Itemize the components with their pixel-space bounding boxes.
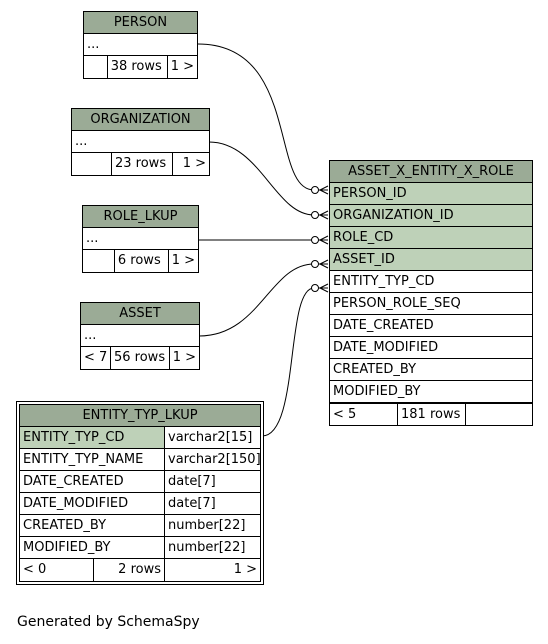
row-count: 2 rows	[94, 559, 165, 581]
child-count: 1 >	[172, 350, 196, 365]
column-row: ENTITY_TYP_NAME varchar2[150]	[20, 449, 260, 471]
table-organization[interactable]: ORGANIZATION ... 23 rows 1 >	[71, 108, 210, 176]
generated-by-label: Generated by SchemaSpy	[17, 614, 200, 630]
column-created-by: CREATED_BY	[330, 359, 532, 381]
row-count: 56 rows	[111, 347, 170, 369]
column-row: DATE_MODIFIED date[7]	[20, 493, 260, 515]
table-footer: 6 rows 1 >	[83, 250, 198, 272]
cardinality-circle	[311, 211, 319, 219]
column-modified-by: MODIFIED_BY	[330, 381, 532, 403]
ellipsis-row: ...	[81, 325, 199, 347]
column-type: number[22]	[168, 518, 246, 533]
column-name: ENTITY_TYP_NAME	[20, 449, 165, 470]
column-type: varchar2[150]	[168, 452, 260, 467]
edge-asset	[198, 263, 328, 337]
edge-organization	[208, 141, 328, 216]
table-footer: 38 rows 1 >	[84, 56, 197, 78]
table-footer: < 0 2 rows 1 >	[20, 559, 260, 581]
cardinality-circle	[311, 260, 319, 268]
column-row: ENTITY_TYP_CD varchar2[15]	[20, 427, 260, 449]
row-count: 181 rows	[398, 404, 466, 425]
column-name: CREATED_BY	[20, 515, 165, 536]
child-count: 1 >	[233, 562, 257, 577]
table-asset[interactable]: ASSET ... < 7 56 rows 1 >	[80, 302, 200, 370]
table-role-lkup[interactable]: ROLE_LKUP ... 6 rows 1 >	[82, 205, 199, 273]
table-header: ASSET	[81, 303, 199, 325]
column-date-created: DATE_CREATED	[330, 315, 532, 337]
column-person-role-seq: PERSON_ROLE_SEQ	[330, 293, 532, 315]
parent-count: < 5	[330, 404, 398, 425]
cardinality-circle	[311, 284, 319, 292]
column-asset-id: ASSET_ID	[330, 249, 532, 271]
row-count: 38 rows	[108, 56, 168, 78]
column-row: CREATED_BY number[22]	[20, 515, 260, 537]
cardinality-circle	[311, 186, 319, 194]
table-header: ENTITY_TYP_LKUP	[20, 405, 260, 427]
column-type: date[7]	[168, 474, 216, 489]
table-header: ORGANIZATION	[72, 109, 209, 131]
column-organization-id: ORGANIZATION_ID	[330, 205, 532, 227]
child-count: 1 >	[170, 59, 194, 74]
column-row: MODIFIED_BY number[22]	[20, 537, 260, 559]
table-header: ASSET_X_ENTITY_X_ROLE	[330, 161, 532, 183]
edge-person	[197, 43, 328, 191]
column-date-modified: DATE_MODIFIED	[330, 337, 532, 359]
column-row: DATE_CREATED date[7]	[20, 471, 260, 493]
column-name: DATE_MODIFIED	[20, 493, 165, 514]
table-entity-typ-lkup[interactable]: ENTITY_TYP_LKUP ENTITY_TYP_CD varchar2[1…	[16, 401, 264, 585]
parent-count: < 0	[20, 559, 94, 581]
table-header: PERSON	[84, 12, 197, 34]
column-name: DATE_CREATED	[20, 471, 165, 492]
column-person-id: PERSON_ID	[330, 183, 532, 205]
table-footer: < 5 181 rows	[330, 403, 532, 425]
child-count: 1 >	[171, 253, 195, 268]
column-role-cd: ROLE_CD	[330, 227, 532, 249]
table-footer: 23 rows 1 >	[72, 153, 209, 175]
ellipsis-row: ...	[84, 34, 197, 56]
table-footer: < 7 56 rows 1 >	[81, 347, 199, 369]
edge-entity-typ	[261, 287, 328, 437]
column-type: date[7]	[168, 496, 216, 511]
column-name: ENTITY_TYP_CD	[20, 427, 165, 448]
row-count: 23 rows	[112, 153, 173, 175]
column-entity-typ-cd: ENTITY_TYP_CD	[330, 271, 532, 293]
table-header: ROLE_LKUP	[83, 206, 198, 228]
column-name: MODIFIED_BY	[20, 537, 165, 558]
column-type: number[22]	[168, 540, 246, 555]
child-count: 1 >	[182, 156, 206, 171]
table-person[interactable]: PERSON ... 38 rows 1 >	[83, 11, 198, 79]
ellipsis-row: ...	[72, 131, 209, 153]
cardinality-circle	[311, 236, 319, 244]
column-type: varchar2[15]	[168, 430, 253, 445]
parent-count: < 7	[81, 347, 111, 369]
table-asset-x-entity-x-role[interactable]: ASSET_X_ENTITY_X_ROLE PERSON_ID ORGANIZA…	[329, 160, 533, 426]
row-count: 6 rows	[115, 250, 169, 272]
ellipsis-row: ...	[83, 228, 198, 250]
